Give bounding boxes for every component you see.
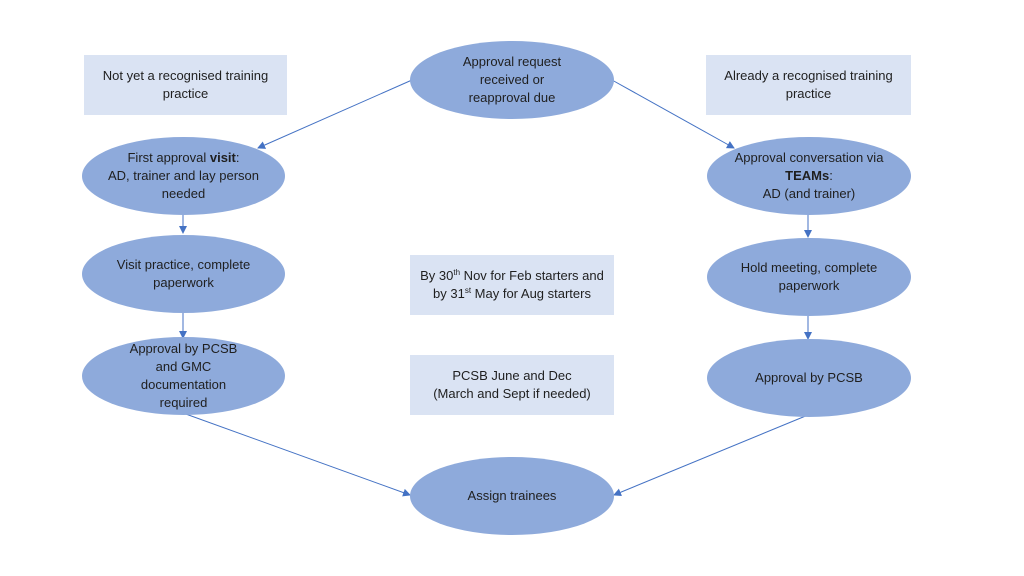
arrow-start-to-right-conversation xyxy=(611,79,735,149)
node-assign-trainees: Assign trainees xyxy=(410,457,614,535)
pcsb-schedule-line1: PCSB June and Dec xyxy=(452,368,572,383)
node-first-approval-visit: First approval visit: AD, trainer and la… xyxy=(82,137,285,215)
node-approval-conversation: Approval conversation via TEAMs: AD (and… xyxy=(707,137,911,215)
teams-bold: TEAMs xyxy=(785,168,830,183)
deadline-sup-th: th xyxy=(453,268,461,277)
deadline-prefix: By 30 xyxy=(420,268,454,283)
note-not-recognised: Not yet a recognised training practice xyxy=(84,55,287,115)
node-approval-request: Approval request received or reapproval … xyxy=(410,41,614,119)
visit-bold: visit xyxy=(209,150,236,165)
node-visit-practice: Visit practice, complete paperwork xyxy=(82,235,285,313)
deadline-middle: Nov for Feb starters and by 31 xyxy=(433,268,604,301)
node-right-approval-pcsb: Approval by PCSB xyxy=(707,339,911,417)
pcsb-schedule-line2: (March and Sept if needed) xyxy=(433,386,591,401)
node-hold-meeting: Hold meeting, complete paperwork xyxy=(707,238,911,316)
deadline-suffix: May for Aug starters xyxy=(471,286,591,301)
note-deadline: By 30th Nov for Feb starters and by 31st… xyxy=(410,255,614,315)
deadline-sup-st: st xyxy=(464,286,472,295)
note-pcsb-schedule: PCSB June and Dec (March and Sept if nee… xyxy=(410,355,614,415)
arrow-start-to-left-visit xyxy=(257,79,413,149)
arrow-right-approval-to-end xyxy=(613,414,809,497)
arrow-left-approval-to-end xyxy=(182,412,411,497)
node-left-approval-pcsb: Approval by PCSB and GMC documentation r… xyxy=(82,337,285,415)
note-already-recognised: Already a recognised training practice xyxy=(706,55,911,115)
